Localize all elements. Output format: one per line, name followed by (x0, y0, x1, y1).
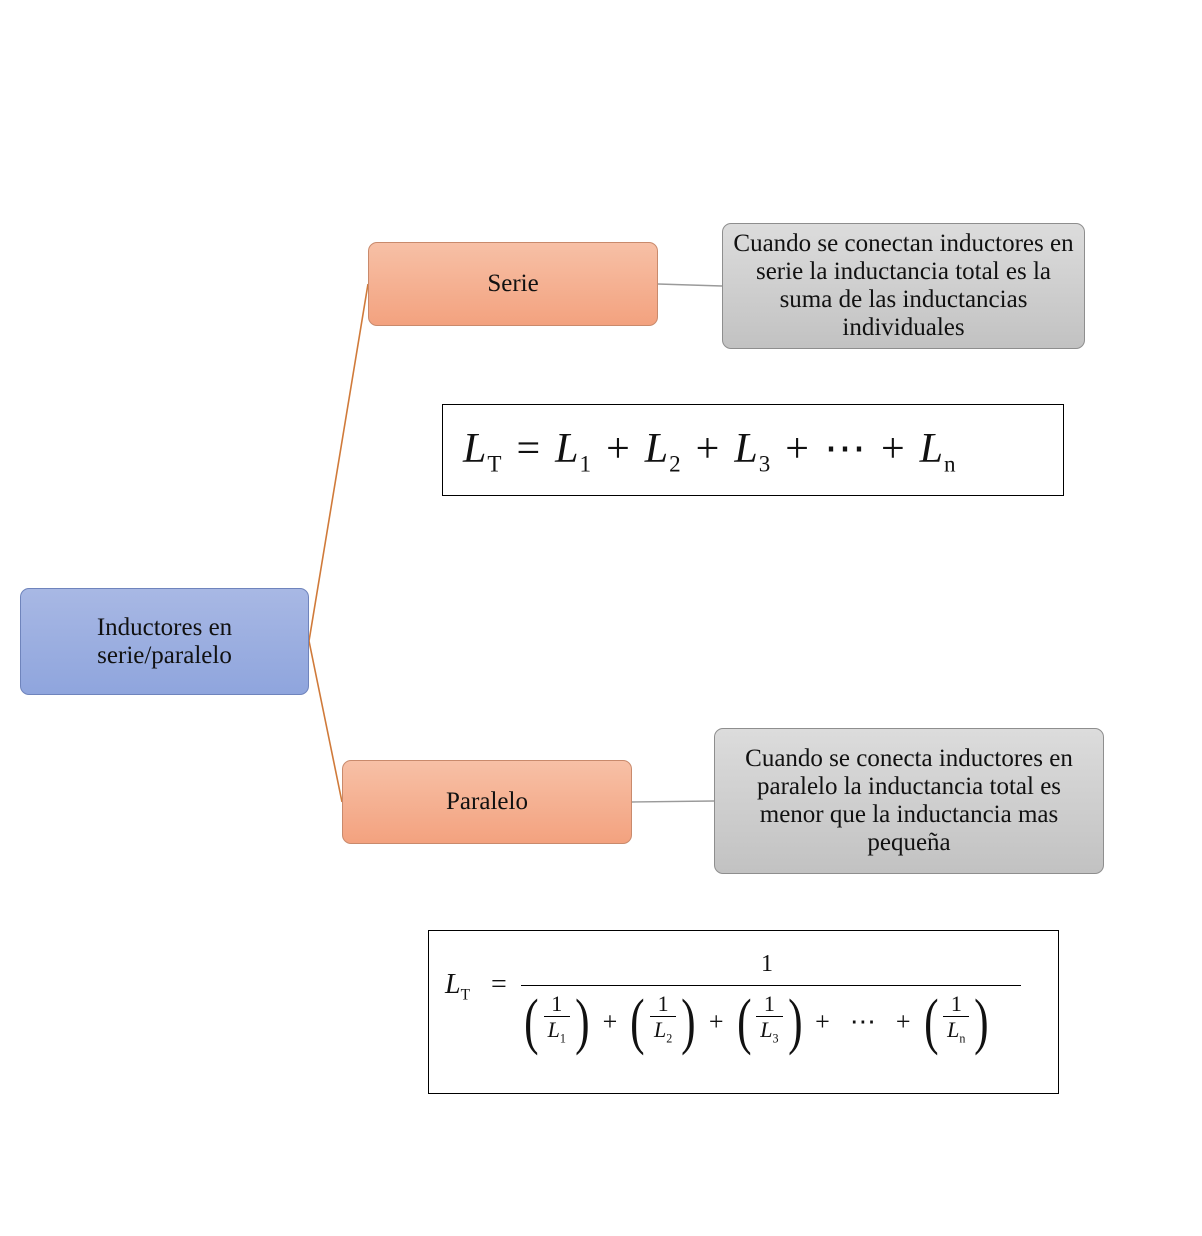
paralelo-label: Paralelo (446, 788, 528, 815)
formula-paralelo-numerator: 1 (761, 951, 773, 977)
formula-paralelo-var-sub: n (959, 1031, 966, 1046)
formula-serie-plus: + (785, 426, 810, 472)
formula-paralelo-fraction-bar (521, 985, 1021, 986)
formula-paralelo-plus: + (708, 1007, 724, 1036)
formula-paralelo-paren: ) (681, 988, 696, 1056)
connector-serie-desc (657, 283, 723, 287)
formula-paralelo-var: L (947, 1017, 960, 1043)
formula-paralelo-var: L (760, 1017, 773, 1043)
formula-paralelo-var-sub: 1 (559, 1031, 566, 1046)
formula-serie: LT=L1+L2+L3+⋯+Ln (442, 404, 1064, 496)
formula-serie-plus: + (695, 426, 721, 472)
formula-serie-plus: + (880, 426, 906, 472)
formula-serie-term-sub: 2 (669, 450, 682, 477)
formula-paralelo-reciprocal-num: 1 (950, 991, 962, 1017)
formula-paralelo-reciprocal-num: 1 (763, 991, 775, 1017)
formula-paralelo-plus: + (815, 1007, 830, 1036)
formula-paralelo-reciprocal-den: Ln (943, 1016, 970, 1051)
formula-serie-term-sub: n (943, 450, 957, 477)
paralelo-node: Paralelo (342, 760, 632, 844)
formula-paralelo-reciprocal-den: L2 (649, 1016, 677, 1051)
root-node: Inductores en serie/paralelo (20, 588, 309, 695)
formula-serie-plus: + (606, 426, 631, 472)
formula-paralelo-paren: ( (524, 988, 539, 1056)
formula-paralelo-var: L (547, 1017, 560, 1043)
formula-paralelo-plus: + (895, 1007, 911, 1036)
connector-root-paralelo (308, 640, 343, 803)
formula-paralelo-reciprocal-den: L3 (756, 1016, 783, 1051)
formula-paralelo-plus: + (602, 1007, 618, 1036)
serie-node: Serie (368, 242, 658, 326)
formula-paralelo-lhs: LT = (445, 969, 507, 1004)
formula-serie-lhs-sub: T (487, 450, 503, 477)
formula-serie-lhs: L (463, 426, 488, 472)
formula-paralelo-paren: ) (974, 988, 990, 1056)
formula-paralelo-reciprocal-den: L1 (543, 1016, 570, 1051)
formula-serie-equals: = (516, 426, 542, 472)
paralelo-description-box: Cuando se conecta inductores en paralelo… (714, 728, 1104, 874)
paralelo-description: Cuando se conecta inductores en paralelo… (745, 745, 1073, 856)
connector-paralelo-desc (631, 800, 715, 803)
formula-paralelo-var-sub: 2 (666, 1031, 673, 1046)
formula-serie-term-sub: 1 (579, 450, 593, 477)
root-label: Inductores en serie/paralelo (96, 613, 233, 669)
formula-serie-term: L (555, 426, 580, 472)
formula-serie-term: L (644, 426, 670, 472)
formula-serie-term: L (734, 426, 759, 472)
formula-paralelo-var: L (653, 1017, 667, 1043)
connector-root-serie (308, 283, 369, 642)
serie-label: Serie (487, 270, 539, 297)
formula-paralelo-paren: ( (630, 988, 645, 1056)
formula-serie-term: L (919, 426, 944, 472)
formula-paralelo-paren: ( (923, 988, 939, 1056)
formula-serie-term-sub: 3 (758, 450, 772, 477)
formula-paralelo-paren: ) (787, 988, 803, 1056)
formula-serie-expression: LT=L1+L2+L3+⋯+Ln (463, 423, 957, 477)
formula-paralelo-var-sub: 3 (772, 1031, 779, 1046)
serie-description-box: Cuando se conectan inductores en serie l… (722, 223, 1085, 349)
formula-paralelo-paren: ) (575, 988, 590, 1056)
formula-serie-term: ⋯ (823, 426, 867, 472)
formula-paralelo-reciprocal-num: 1 (657, 991, 669, 1017)
formula-paralelo-ellipsis: ⋯ (849, 1007, 876, 1036)
formula-paralelo-paren: ( (736, 988, 752, 1056)
serie-description: Cuando se conectan inductores en serie l… (733, 230, 1074, 341)
formula-paralelo-reciprocal-num: 1 (551, 991, 563, 1017)
